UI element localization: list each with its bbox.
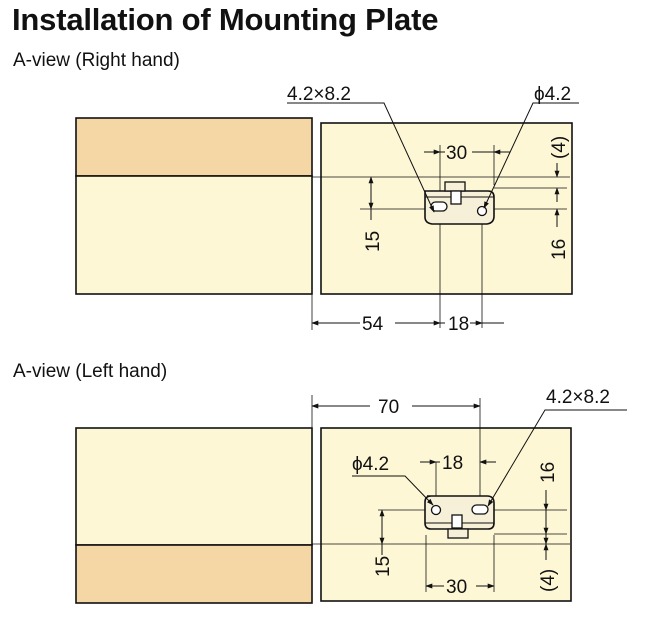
left-slot-dimension: 4.2×8.2 — [546, 387, 610, 408]
left-bottom-clearance-dimension: (4) — [538, 569, 559, 592]
right-slot-dimension: 4.2×8.2 — [287, 84, 351, 105]
right-top-clearance-dimension: (4) — [549, 136, 570, 159]
slot-leader — [287, 102, 435, 213]
round-hole-icon — [430, 504, 442, 516]
right-edge-distance-dimension: 54 — [362, 314, 384, 335]
hole-leader — [352, 475, 434, 506]
slot-leader — [487, 409, 627, 507]
left-hand-view: 70 4.2×8.2 ϕ4.2 18 30 16 15 (4) — [75, 387, 627, 604]
right-hole-spacing-dimension: 18 — [448, 314, 469, 335]
left-hole-dimension: ϕ4.2 — [352, 454, 389, 475]
reference-lines — [311, 145, 570, 330]
right-hand-view-label: A-view (Right hand) — [13, 50, 180, 71]
left-right-height-dimension: 16 — [538, 462, 559, 483]
left-left-height-dimension: 15 — [373, 556, 394, 577]
round-hole-icon — [476, 205, 488, 217]
right-width-dimension: 30 — [446, 143, 467, 164]
slot-hole-icon — [471, 504, 489, 515]
side-panel-edge — [75, 544, 313, 604]
side-panel-face — [75, 175, 313, 295]
right-hand-view: 4.2×8.2 ϕ4.2 30 54 18 15 16 (4) — [75, 84, 579, 335]
side-panel-edge — [75, 117, 313, 177]
right-left-height-dimension: 15 — [363, 231, 384, 252]
reference-lines — [311, 395, 570, 592]
left-hole-spacing-dimension: 18 — [442, 453, 463, 474]
mounting-plate-right — [424, 181, 495, 225]
right-right-height-dimension: 16 — [549, 239, 570, 260]
left-width-dimension: 30 — [446, 577, 467, 598]
side-panel-face — [75, 427, 313, 546]
page-title: Installation of Mounting Plate — [12, 2, 439, 37]
right-hole-dimension: ϕ4.2 — [534, 84, 571, 105]
left-edge-distance-dimension: 70 — [378, 397, 399, 418]
hole-leader — [483, 102, 579, 209]
mounting-plate-left — [424, 495, 495, 539]
left-hand-view-label: A-view (Left hand) — [13, 361, 168, 382]
